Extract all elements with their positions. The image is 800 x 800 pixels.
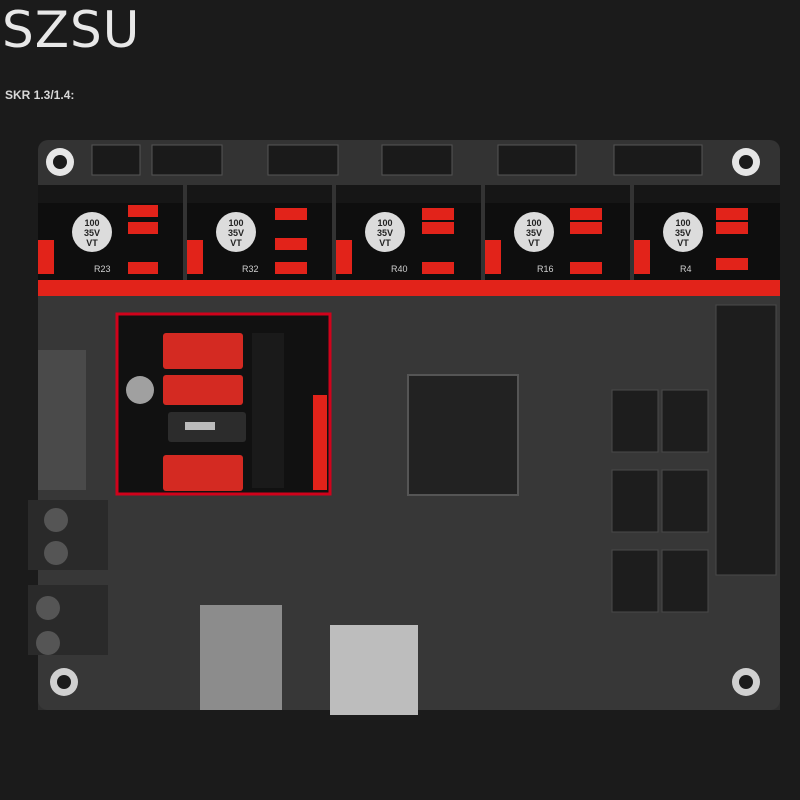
cap-text-2: 35V bbox=[377, 228, 393, 238]
left-terminal-blocks bbox=[28, 350, 108, 655]
driver-module-5 bbox=[634, 185, 780, 282]
driver-module-3 bbox=[336, 185, 481, 282]
driver-module-1 bbox=[38, 185, 183, 282]
cap-text-2: 35V bbox=[526, 228, 542, 238]
resistor-label: R32 bbox=[242, 264, 259, 274]
top-connectors bbox=[91, 144, 703, 176]
sd-card-slot bbox=[330, 625, 418, 715]
cap-text-3: VT bbox=[230, 238, 242, 248]
driver-module-4 bbox=[485, 185, 630, 282]
driver-module-2 bbox=[187, 185, 332, 282]
mcu-chip bbox=[407, 374, 519, 496]
cap-text-3: VT bbox=[379, 238, 391, 248]
cap-text-1: 100 bbox=[84, 218, 99, 228]
cap-text-2: 35V bbox=[84, 228, 100, 238]
cap-text-3: VT bbox=[528, 238, 540, 248]
cap-text-1: 100 bbox=[526, 218, 541, 228]
cap-text-3: VT bbox=[677, 238, 689, 248]
mounting-holes bbox=[46, 148, 760, 696]
resistor-label: R40 bbox=[391, 264, 408, 274]
resistor-label: R4 bbox=[680, 264, 692, 274]
cap-text-3: VT bbox=[86, 238, 98, 248]
cap-text-2: 35V bbox=[228, 228, 244, 238]
red-pin-header-strip bbox=[38, 280, 780, 296]
brand-title: SZSU bbox=[2, 1, 141, 59]
cap-text-1: 100 bbox=[675, 218, 690, 228]
cap-text-1: 100 bbox=[228, 218, 243, 228]
jumper-zoom-inset bbox=[115, 312, 332, 496]
right-connectors bbox=[611, 304, 777, 613]
cap-text-1: 100 bbox=[377, 218, 392, 228]
resistor-label: R23 bbox=[94, 264, 111, 274]
cap-text-2: 35V bbox=[675, 228, 691, 238]
resistor-label: R16 bbox=[537, 264, 554, 274]
board-version-label: SKR 1.3/1.4: bbox=[5, 88, 75, 102]
usb-port bbox=[200, 605, 282, 710]
